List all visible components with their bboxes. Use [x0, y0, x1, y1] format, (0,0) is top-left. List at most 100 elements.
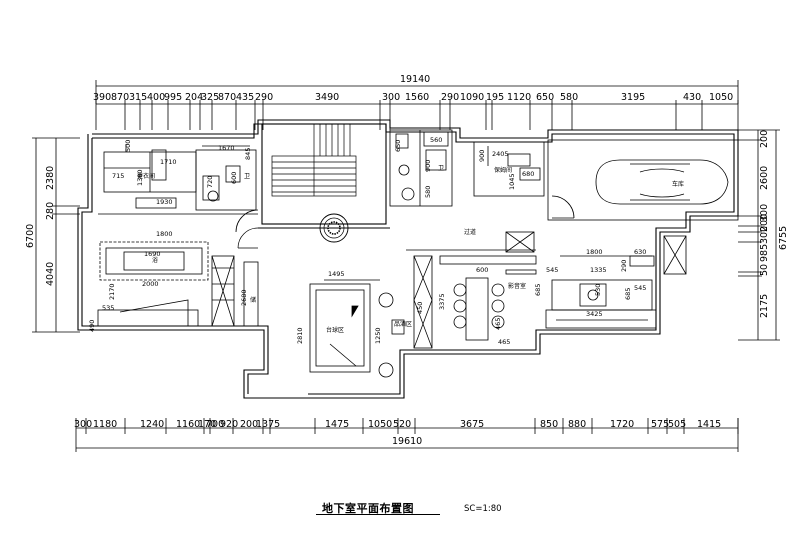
bottom-dim: 1720	[610, 419, 634, 430]
top-dim: 290	[255, 92, 273, 103]
right-dim: 2175	[759, 294, 770, 318]
top-dimension-labels: 19140 390 870 315 400 995 204 325 870 43…	[93, 74, 733, 103]
title-underline	[316, 514, 440, 515]
top-dim: 204	[185, 92, 203, 103]
interior-dim: 1800	[586, 248, 603, 256]
garage	[547, 139, 739, 221]
bottom-dim: 505	[668, 419, 686, 430]
interior-dim: 465	[494, 318, 502, 330]
top-dim: 870	[218, 92, 236, 103]
floor-medallion	[319, 213, 349, 243]
bottom-dim: 575	[651, 419, 669, 430]
room-label-nanny: 保姆间	[494, 166, 512, 174]
interior-dim: 845	[244, 148, 252, 160]
left-dim: 2380	[45, 166, 56, 190]
bottom-dim: 3675	[460, 419, 484, 430]
left-total-dim: 6700	[25, 224, 36, 248]
top-dim: 870	[111, 92, 129, 103]
top-dim: 400	[147, 92, 165, 103]
top-dim: 1120	[507, 92, 531, 103]
top-dimensions	[95, 80, 739, 130]
right-total-dim: 6755	[778, 226, 789, 250]
room-label-garage: 车库	[672, 180, 684, 188]
right-dim: 300	[759, 204, 770, 222]
interior-dim: 650	[394, 140, 402, 152]
interior-dim: 290	[620, 260, 628, 272]
interior-dim: 545	[634, 284, 646, 292]
top-dim: 1050	[709, 92, 733, 103]
interior-dim: 2000	[142, 280, 159, 288]
room-label-bath: 浴	[152, 256, 158, 264]
interior-dim: 530	[594, 284, 602, 296]
bottom-dim: 1050	[368, 419, 392, 430]
bottom-dim: 200	[240, 419, 258, 430]
top-total-dim: 19140	[400, 74, 430, 85]
interior-dim: 630	[634, 248, 646, 256]
bottom-dim: 1415	[697, 419, 721, 430]
right-dim: 300	[759, 226, 770, 244]
interior-dim: 1710	[160, 158, 177, 166]
outer-walls	[77, 119, 739, 399]
top-dim: 325	[201, 92, 219, 103]
stair	[237, 124, 357, 249]
bottom-dim: 520	[393, 419, 411, 430]
room-label-toilet-b: 卫	[438, 165, 444, 172]
room-label-storage: 储	[250, 296, 256, 304]
right-dim: 50	[759, 264, 770, 276]
drawing-title: 地下室平面布置图	[322, 502, 414, 515]
left-dim: 280	[45, 202, 56, 220]
right-dim: 200	[759, 214, 770, 232]
room-label-corridor: 过道	[464, 228, 476, 236]
interior-dim: 465	[498, 338, 510, 346]
interior-dim: 1380	[136, 169, 144, 186]
interior-dim: 715	[112, 172, 124, 180]
room-label-changing: 更衣间	[137, 172, 155, 180]
top-dim: 1560	[405, 92, 429, 103]
interior-dim: 2405	[492, 150, 509, 158]
interior-dim: 500	[124, 140, 132, 152]
interior-dim: 2810	[296, 327, 304, 344]
interior-dim: 600	[230, 172, 238, 184]
top-dim: 650	[536, 92, 554, 103]
top-dim: 430	[683, 92, 701, 103]
bottom-dim: 1375	[256, 419, 280, 430]
bottom-dim: 700	[206, 419, 224, 430]
interior-dim: 560	[430, 136, 442, 144]
interior-dim: 2680	[240, 289, 248, 306]
interior-dim: 580	[424, 186, 432, 198]
right-dim: 200	[759, 130, 770, 148]
interior-dim: 3375	[438, 293, 446, 310]
top-dim: 195	[486, 92, 504, 103]
room-label-toilet-a: 卫	[244, 173, 250, 180]
interior-dim: 535	[102, 304, 114, 312]
bottom-dim: 850	[540, 419, 558, 430]
bottom-dim: 880	[568, 419, 586, 430]
interior-dim: 900	[478, 150, 486, 162]
left-dimension-labels: 6700 2380 280 4040	[25, 166, 56, 286]
room-label-billiards: 台球区	[326, 326, 344, 334]
bottom-dim: 1160	[176, 419, 200, 430]
bottom-dim: 1475	[325, 419, 349, 430]
interior-dim: 685	[534, 284, 542, 296]
interior-dim: 680	[522, 170, 534, 178]
top-dim: 580	[560, 92, 578, 103]
interior-dim: 1800	[156, 230, 173, 238]
interior-dim: 1690	[144, 250, 161, 258]
room-labels: 更衣间 卫 卫 保姆间 车库 过道 台球区 影音室 浴 储 品酒区	[137, 165, 684, 334]
billiards-area	[309, 279, 405, 378]
interior-dim: 545	[546, 266, 558, 274]
top-dim: 290	[441, 92, 459, 103]
right-dim: 2600	[759, 166, 770, 190]
service-rooms	[389, 129, 687, 275]
top-dim: 1090	[460, 92, 484, 103]
bottom-total-dim: 19610	[392, 436, 422, 447]
right-dimension-labels: 200 2600 300 200 300 985 50 2175 6755	[759, 130, 789, 318]
top-dim: 435	[236, 92, 254, 103]
interior-dim: 1670	[218, 144, 235, 152]
top-dim: 300	[382, 92, 400, 103]
interior-dim: 1495	[328, 270, 345, 278]
drawing-scale: SC=1:80	[464, 504, 502, 514]
left-dimensions	[32, 137, 80, 333]
interior-dim: 900	[424, 160, 432, 172]
